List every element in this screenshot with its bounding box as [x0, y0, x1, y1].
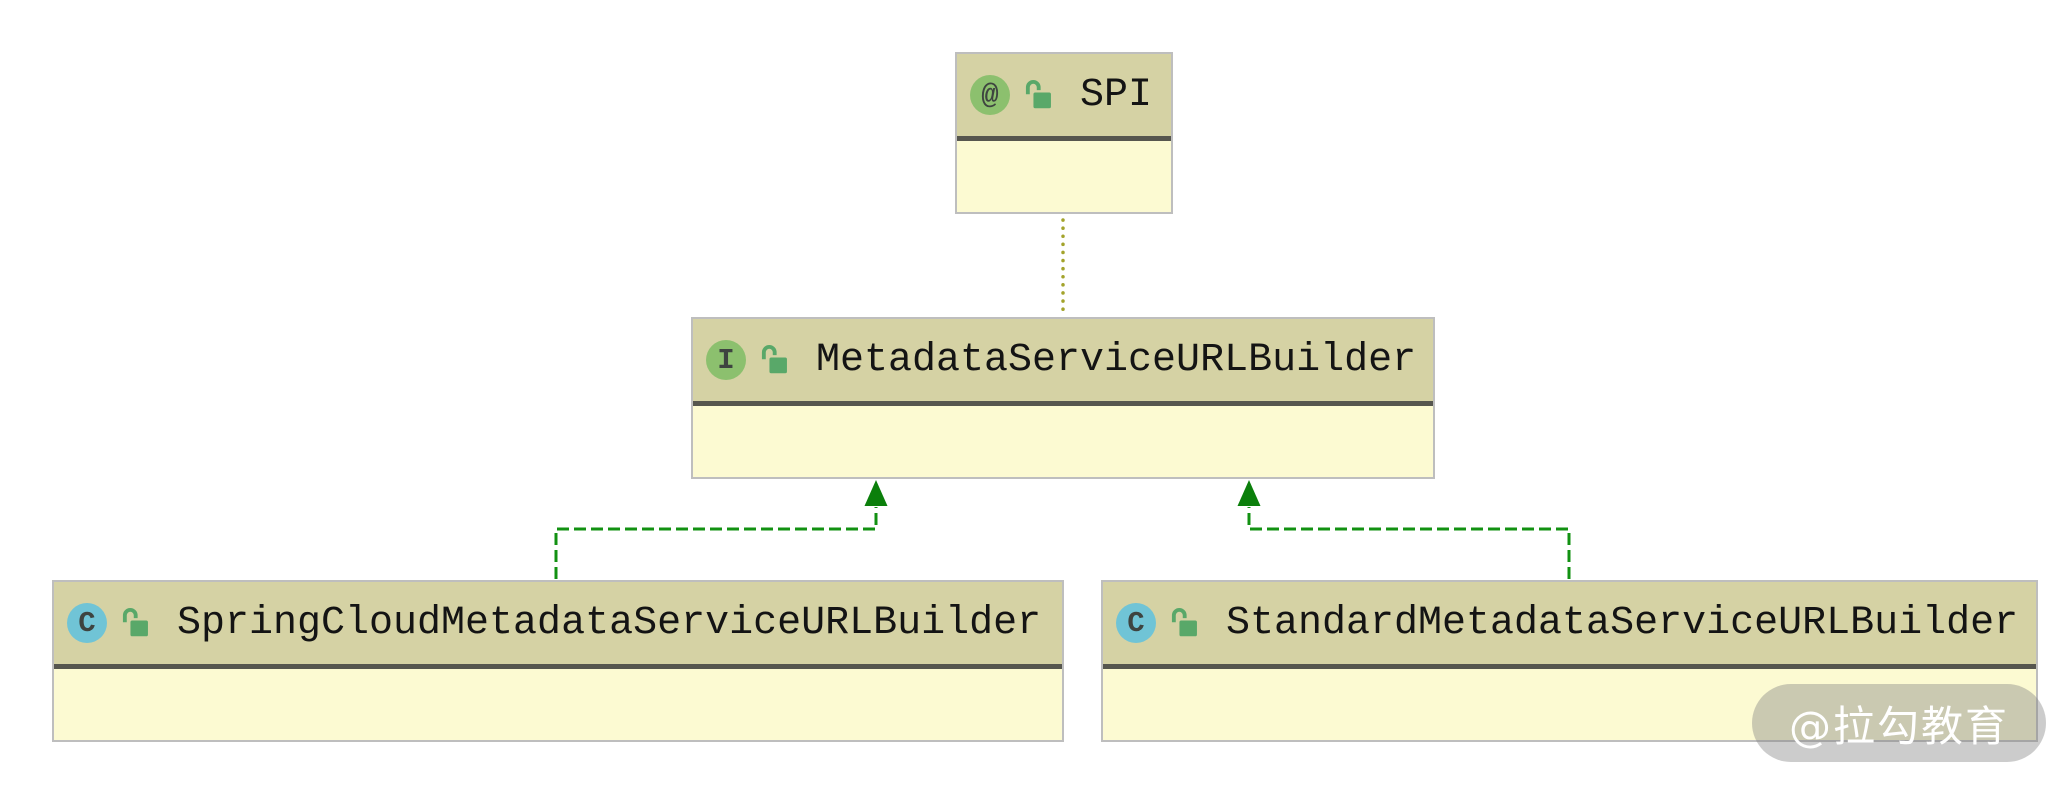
public-unlocked-icon	[1024, 79, 1052, 111]
watermark-badge: @拉勾教育	[1752, 684, 2046, 762]
compartment-divider	[957, 136, 1171, 141]
interface-icon: I	[706, 340, 746, 380]
class-icon: C	[1116, 603, 1156, 643]
uml-node-metadata-service-url-builder[interactable]: I MetadataServiceURLBuilder	[691, 317, 1435, 479]
node-body	[54, 669, 1062, 740]
compartment-divider	[54, 664, 1062, 669]
node-header: I MetadataServiceURLBuilder	[693, 319, 1433, 401]
node-body	[693, 406, 1433, 477]
implements-arrowhead	[864, 480, 888, 506]
uml-node-spi[interactable]: @ SPI	[955, 52, 1173, 214]
public-unlocked-icon	[121, 607, 149, 639]
edge-springcloud-implements	[554, 507, 878, 579]
node-header: @ SPI	[957, 54, 1171, 136]
node-body	[1103, 669, 2036, 740]
compartment-divider	[693, 401, 1433, 406]
node-title: MetadataServiceURLBuilder	[816, 337, 1417, 383]
compartment-divider	[1103, 664, 2036, 669]
node-header: C SpringCloudMetadataServiceURLBuilder	[54, 582, 1062, 664]
node-title: StandardMetadataServiceURLBuilder	[1226, 600, 2019, 646]
class-icon: C	[67, 603, 107, 643]
public-unlocked-icon	[760, 344, 788, 376]
uml-node-standard-metadata-service-url-builder[interactable]: C StandardMetadataServiceURLBuilder	[1101, 580, 2038, 742]
node-header: C StandardMetadataServiceURLBuilder	[1103, 582, 2036, 664]
public-unlocked-icon	[1170, 607, 1198, 639]
edge-standard-implements	[1247, 507, 1571, 579]
uml-node-spring-cloud-metadata-service-url-builder[interactable]: C SpringCloudMetadataServiceURLBuilder	[52, 580, 1064, 742]
node-title: SPI	[1080, 72, 1153, 118]
node-title: SpringCloudMetadataServiceURLBuilder	[177, 600, 1042, 646]
implements-arrowhead	[1237, 480, 1261, 506]
node-body	[957, 141, 1171, 212]
annotation-icon: @	[970, 75, 1010, 115]
